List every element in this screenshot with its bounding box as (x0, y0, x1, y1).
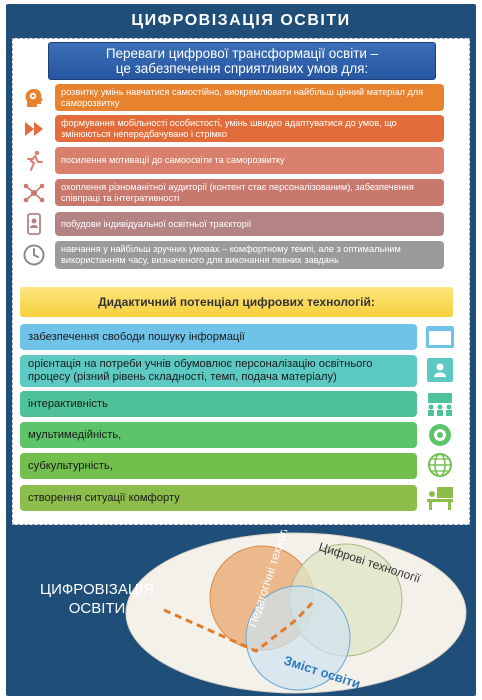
clock-icon (22, 243, 46, 267)
didactic-row: орієнтація на потреби учнів обумовлює пе… (20, 355, 417, 387)
id-card-icon (425, 357, 455, 383)
running-person-icon (22, 149, 46, 173)
advantage-row: охоплення різноманітної аудиторії (конте… (55, 179, 444, 206)
digitalization-label: ЦИФРОВІЗАЦІЯ ОСВІТИ (22, 580, 172, 618)
head-gear-icon (22, 86, 46, 110)
didactic-header: Дидактичний потенціал цифрових технологі… (20, 287, 453, 317)
advantage-row: побудови індивідуальної освітньої траєкт… (55, 212, 444, 236)
advantage-row: посилення мотивації до самоосвіти та сам… (55, 147, 444, 174)
pointer-dashed-line (163, 601, 314, 653)
didactic-text: створення ситуації комфорту (28, 491, 180, 504)
advantage-text: навчання у найбільш зручних умовах – ком… (61, 244, 401, 265)
venn-diagram: Педагогічні технології Цифрові технологі… (125, 530, 467, 694)
advantage-row: формування мобільності особистості, умін… (55, 115, 444, 142)
phone-user-icon (22, 212, 46, 236)
digitalization-label-line2: ОСВІТИ (68, 600, 126, 617)
globe-icon (425, 452, 455, 478)
didactic-text: інтерактивність (28, 397, 108, 410)
didactic-row: забезпечення свободи пошуку інформації (20, 324, 417, 350)
advantage-text: охоплення різноманітної аудиторії (конте… (61, 181, 414, 203)
didactic-row: субкультурність, (20, 453, 417, 479)
desk-person-icon (425, 485, 455, 511)
advantages-header: Переваги цифрової трансформації освіти –… (48, 42, 436, 80)
didactic-row: створення ситуації комфорту (20, 485, 417, 511)
advantages-header-line2: це забезпечення сприятливих умов для: (115, 61, 369, 76)
fast-forward-icon (22, 117, 46, 141)
group-people-icon (425, 391, 455, 417)
advantage-text: розвитку умінь навчатися самостійно, вио… (61, 86, 424, 108)
didactic-text: забезпечення свободи пошуку інформації (28, 330, 245, 343)
media-cycle-icon (425, 422, 455, 448)
digitalization-label-line1: ЦИФРОВІЗАЦІЯ (40, 581, 154, 598)
circle-content (245, 585, 351, 691)
advantage-text: посилення мотивації до самоосвіти та сам… (61, 155, 285, 165)
didactic-text: субкультурність, (28, 459, 113, 472)
didactic-row: інтерактивність (20, 391, 417, 417)
didactic-text: мультимедійність, (28, 428, 122, 441)
advantage-row: розвитку умінь навчатися самостійно, вио… (55, 84, 444, 111)
didactic-text: орієнтація на потреби учнів обумовлює пе… (28, 358, 373, 383)
content-panel (12, 38, 470, 525)
advantage-row: навчання у найбільш зручних умовах – ком… (55, 241, 444, 269)
didactic-row: мультимедійність, (20, 422, 417, 448)
poster-title: ЦИФРОВІЗАЦІЯ ОСВІТИ (131, 12, 351, 29)
browser-window-icon (425, 324, 455, 350)
advantage-text: побудови індивідуальної освітньої траєкт… (61, 218, 252, 229)
network-icon (22, 181, 46, 205)
advantage-text: формування мобільності особистості, умін… (61, 117, 397, 139)
advantages-header-line1: Переваги цифрової трансформації освіти – (105, 46, 379, 61)
